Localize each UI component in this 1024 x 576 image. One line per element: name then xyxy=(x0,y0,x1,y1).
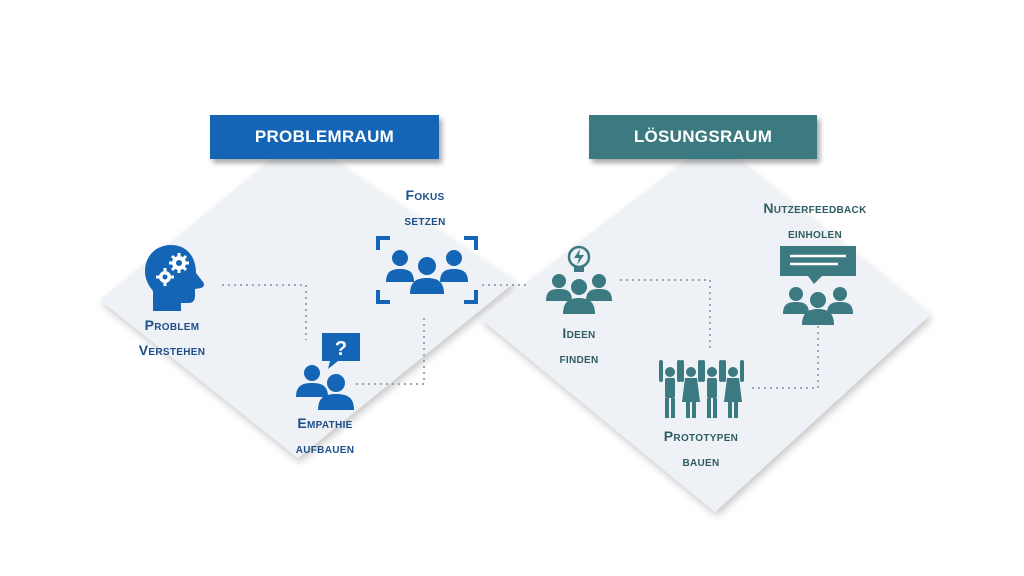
connector-ideas-prototypes xyxy=(620,279,711,352)
svg-text:?: ? xyxy=(335,338,347,360)
step-feedback-label: Nutzerfeedback einholen xyxy=(763,200,867,241)
lightbulb-group-icon xyxy=(546,245,612,314)
solution-space-title: LÖSUNGSRAUM xyxy=(633,127,773,146)
problem-space-title: PROBLEMRAUM xyxy=(254,127,395,146)
people-question-icon: ? xyxy=(296,333,360,410)
solution-diamond xyxy=(480,140,930,512)
focus-group-icon xyxy=(376,236,478,304)
solution-space-banner: LÖSUNGSRAUM xyxy=(589,115,817,159)
problem-space-banner: PROBLEMRAUM xyxy=(210,115,439,159)
step-empathy-label: Empathie aufbauen xyxy=(295,415,355,456)
problem-diamond xyxy=(100,138,515,458)
step-prototypes-label: Prototypen bauen xyxy=(663,428,739,469)
head-gears-icon xyxy=(145,245,205,311)
connector-prototypes-feedback xyxy=(752,325,819,389)
connector-empathy-focus xyxy=(356,318,425,385)
step-ideas-label: Ideen finden xyxy=(559,325,599,366)
step-focus-label: Fokus setzen xyxy=(404,187,446,228)
connectors xyxy=(222,279,819,389)
feedback-group-icon xyxy=(780,246,856,325)
step-problem-understand-label: Problem Verstehen xyxy=(138,317,206,358)
cheering-people-icon xyxy=(659,360,744,418)
connector-problem-empathy xyxy=(222,284,307,340)
